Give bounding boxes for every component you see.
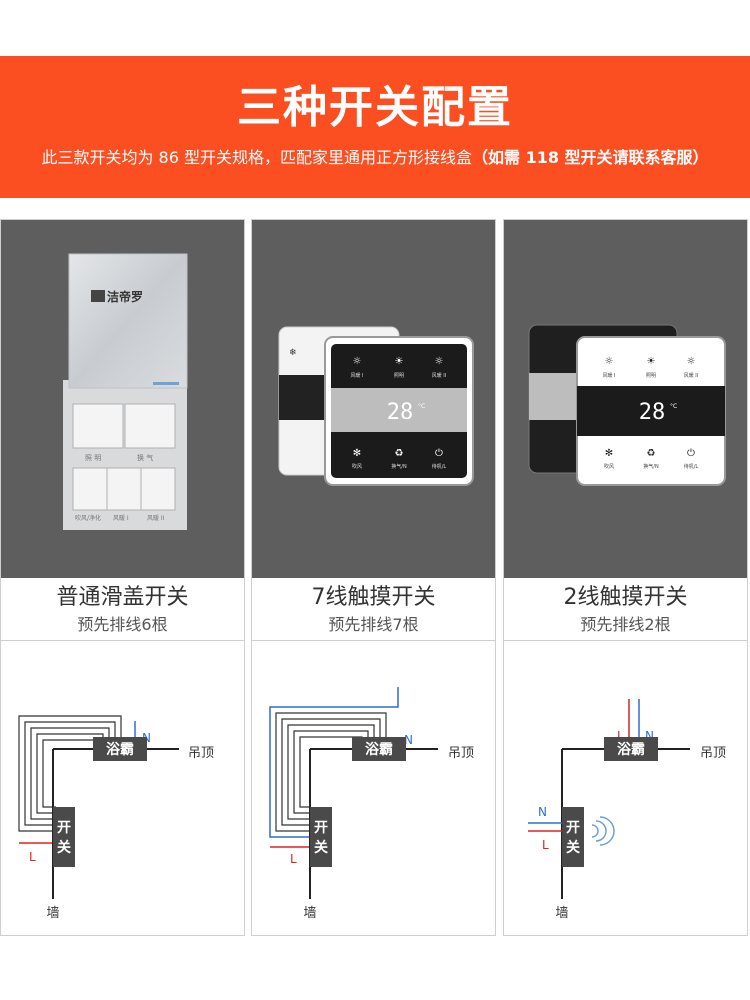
icon-label: 照明 <box>646 373 656 379</box>
wire-count: 预先排线6根 <box>77 615 168 634</box>
page-subtitle: 此三款开关均为 86 型开关规格，匹配家里通用正方形接线盒（如需 118 型开关… <box>0 146 750 170</box>
switch-box <box>562 807 584 867</box>
icon-label: 风暖 I <box>350 372 363 379</box>
power-icon: ⏻ <box>435 448 443 459</box>
switch-type-name: 2线触摸开关 <box>563 585 688 610</box>
header-banner: 三种开关配置 此三款开关均为 86 型开关规格，匹配家里通用正方形接线盒（如需 … <box>0 56 750 198</box>
fan-icon: ✻ <box>605 448 613 459</box>
config-card-2-wire-touch: 28 °C ☼ ☀ ☼ 风暖 I 照明 风暖 II ✻ ♻ ⏻ 吹风 换气/N … <box>503 219 748 936</box>
live-label: L <box>290 852 297 866</box>
switch-box-label: 开 <box>57 820 71 836</box>
temperature-unit: °C <box>670 403 677 410</box>
switch-box-label: 关 <box>314 839 328 856</box>
wall-label: 墙 <box>303 906 316 921</box>
neutral-label: N <box>645 729 654 743</box>
brand-logo-text: 洁帝罗 <box>107 289 143 304</box>
power-icon: ⏻ <box>687 448 695 459</box>
subtitle-main: 此三款开关均为 86 型开关规格，匹配家里通用正方形接线盒 <box>41 148 472 167</box>
divider <box>504 640 747 641</box>
neutral-label: N <box>404 733 413 747</box>
icon-label: 吹风 <box>352 463 362 470</box>
switch-key <box>106 467 142 511</box>
wiring-diagram: N L 浴霸 吊顶 开 关 墙 <box>18 715 214 921</box>
light-icon: ☀ <box>395 356 404 367</box>
switch-key-label: 风暖 II <box>147 514 165 522</box>
switch-type-name: 7线触摸开关 <box>311 585 436 610</box>
ceiling-label: 吊顶 <box>700 746 726 761</box>
icon-label: 照明 <box>394 373 404 379</box>
wire-count: 预先排线7根 <box>328 615 419 634</box>
neutral-label: N <box>538 805 547 819</box>
icon-label: 风暖 II <box>684 372 699 379</box>
product-photo: 28 °C ☼ ☀ ☼ 风暖 I 照明 风暖 II ✻ ♻ ⏻ 吹风 换气/N … <box>504 220 747 578</box>
icon-label: 换气/N <box>391 463 407 470</box>
heat-2-icon: ☼ <box>687 356 696 367</box>
switch-key <box>124 403 176 449</box>
heat-1-icon: ☼ <box>605 356 614 367</box>
wiring-diagram: N L 浴霸 吊顶 开 关 墙 <box>269 687 474 921</box>
fan-icon: ✻ <box>353 448 361 459</box>
icon-label: 吹风 <box>604 463 614 470</box>
touch-switch-illustration: 28 °C ☼ ☀ ☼ 风暖 I 照明 风暖 II ✻ ♻ ⏻ 吹风 换气/N … <box>528 324 726 486</box>
subtitle-note: （如需 118 型开关请联系客服） <box>472 148 709 167</box>
switch-key <box>72 403 124 449</box>
ventilation-icon: ♻ <box>647 448 656 459</box>
switch-key <box>140 467 176 511</box>
divider <box>1 640 244 641</box>
config-card-7-wire-touch: ❄ 28 °C ☼ ☀ ☼ 风暖 I 照明 风暖 II ✻ ♻ ⏻ 吹风 换气/… <box>251 219 496 936</box>
bath-heater-box <box>604 737 658 761</box>
icon-label: 待机/L <box>432 463 447 470</box>
light-icon: ☀ <box>647 356 656 367</box>
fan-icon: ❄ <box>289 348 297 358</box>
wall-label: 墙 <box>46 906 59 921</box>
wire-bundle <box>18 715 122 832</box>
switch-box-label: 关 <box>566 839 580 856</box>
live-label: L <box>29 850 36 864</box>
switch-key-label: 风暖 I <box>113 514 129 522</box>
switch-key-label: 照 明 <box>85 454 101 462</box>
slide-cover-switch-illustration: 洁帝罗 照 明 换 气 吹风/净化 风暖 I 风暖 II <box>63 253 188 530</box>
icon-label: 风暖 II <box>432 372 447 379</box>
bath-heater-label: 浴霸 <box>106 741 134 758</box>
config-card-slide-cover: 洁帝罗 照 明 换 气 吹风/净化 风暖 I 风暖 II 普通滑盖开关 预先排线… <box>0 219 245 936</box>
heat-2-icon: ☼ <box>435 356 444 367</box>
switch-box-label: 开 <box>566 820 580 836</box>
live-label: L <box>617 729 624 743</box>
switch-box-label: 关 <box>57 839 71 856</box>
ventilation-icon: ♻ <box>395 448 404 459</box>
product-photo: 洁帝罗 照 明 换 气 吹风/净化 风暖 I 风暖 II <box>1 220 244 578</box>
wire-count: 预先排线2根 <box>580 615 671 634</box>
divider <box>252 640 495 641</box>
ceiling-label: 吊顶 <box>188 746 214 761</box>
switch-key-label: 吹风/净化 <box>75 514 101 522</box>
switch-box <box>53 807 75 867</box>
bath-heater-box <box>352 737 406 761</box>
switch-key-label: 换 气 <box>137 453 153 462</box>
switch-key <box>72 467 108 511</box>
bath-heater-label: 浴霸 <box>365 741 393 758</box>
ceiling-label: 吊顶 <box>448 746 474 761</box>
icon-label: 待机/L <box>684 463 699 470</box>
bath-heater-box <box>93 737 147 761</box>
temperature-readout: 28 <box>387 400 414 425</box>
temperature-readout: 28 <box>639 400 666 425</box>
switch-box-label: 开 <box>314 820 328 836</box>
temperature-unit: °C <box>418 403 425 410</box>
wiring-diagram: L N 浴霸 吊顶 N L 开 关 墙 <box>528 699 726 921</box>
page-title: 三种开关配置 <box>237 82 513 133</box>
live-label: L <box>542 838 549 852</box>
switch-type-name: 普通滑盖开关 <box>56 585 189 610</box>
wire-bundle <box>275 712 387 832</box>
heat-1-icon: ☼ <box>353 356 362 367</box>
switch-box <box>310 807 332 867</box>
product-photo: ❄ 28 °C ☼ ☀ ☼ 风暖 I 照明 风暖 II ✻ ♻ ⏻ 吹风 换气/… <box>252 220 495 578</box>
wall-label: 墙 <box>555 906 568 921</box>
bath-heater-label: 浴霸 <box>617 741 645 758</box>
neutral-wire <box>269 687 399 838</box>
touch-switch-illustration: ❄ 28 °C ☼ ☀ ☼ 风暖 I 照明 风暖 II ✻ ♻ ⏻ 吹风 换气/… <box>278 326 474 486</box>
icon-label: 换气/N <box>643 463 659 470</box>
wireless-signal-icon <box>591 816 615 846</box>
icon-label: 风暖 I <box>602 372 615 379</box>
